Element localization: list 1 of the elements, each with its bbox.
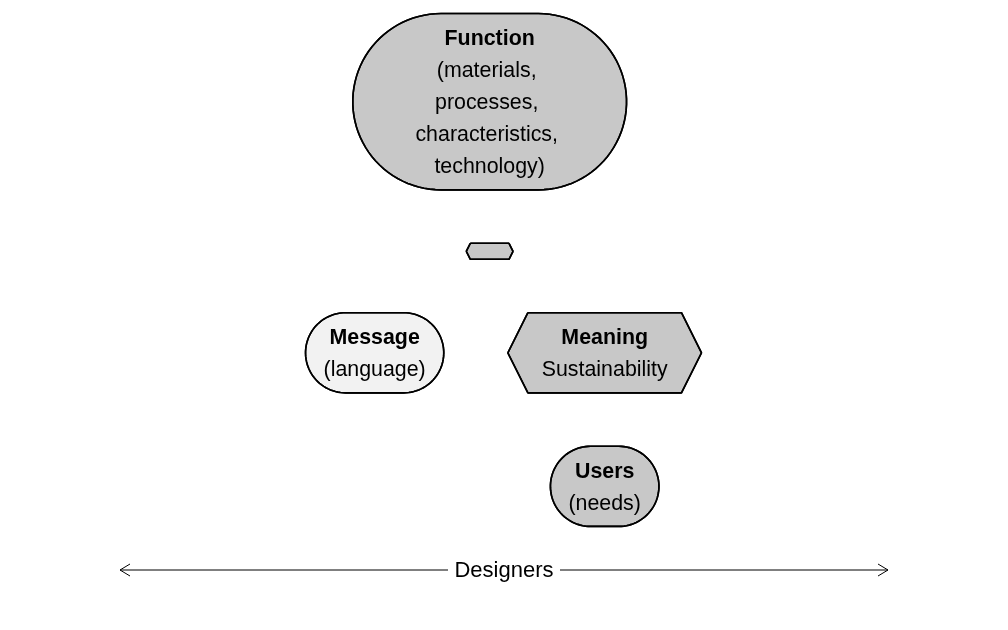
axis-label: Designers xyxy=(453,557,555,583)
